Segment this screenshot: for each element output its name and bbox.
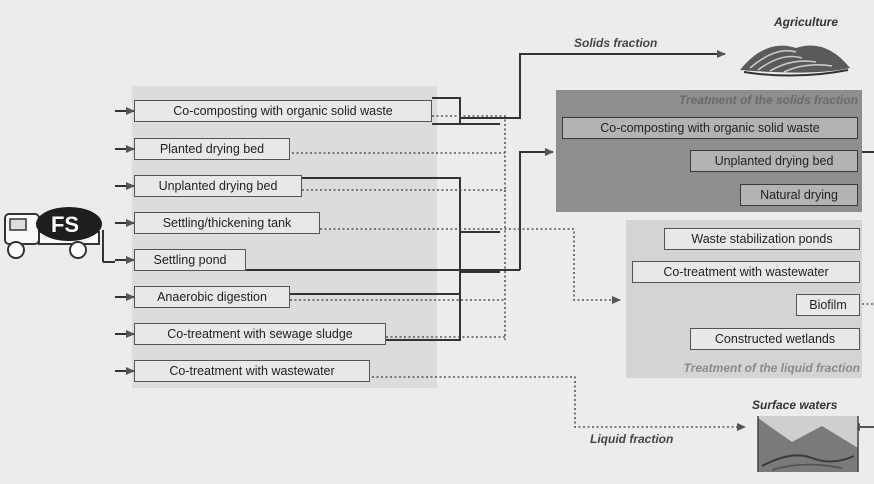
inflow-arrows [115,107,135,375]
truck-label: FS [51,212,79,237]
solids-natural-drying: Natural drying [740,184,858,206]
tech-co-composting: Co-composting with organic solid waste [134,100,432,122]
solids-co-composting: Co-composting with organic solid waste [562,117,858,139]
tech-unplanted-drying-bed: Unplanted drying bed [134,175,302,197]
solids-fraction-label: Solids fraction [574,36,658,50]
liquid-fraction-label: Liquid fraction [590,432,674,446]
solid-connectors [246,50,874,341]
tech-co-treatment-sewage-sludge: Co-treatment with sewage sludge [134,323,386,345]
surface-waters-label: Surface waters [752,398,838,412]
tech-planted-drying-bed: Planted drying bed [134,138,290,160]
liquid-co-treatment-wastewater: Co-treatment with wastewater [632,261,860,283]
tech-anaerobic-digestion: Anaerobic digestion [134,286,290,308]
tech-co-treatment-wastewater: Co-treatment with wastewater [134,360,370,382]
tech-settling-thickening-tank: Settling/thickening tank [134,212,320,234]
tech-settling-pond: Settling pond [134,249,246,271]
liquid-treatment-title: Treatment of the liquid fraction [683,361,860,375]
agriculture-label: Agriculture [774,15,839,29]
fs-truck-icon: FS [4,207,102,259]
surface-waters-icon [757,416,859,472]
liquid-waste-stabilization-ponds: Waste stabilization ponds [664,228,860,250]
liquid-biofilm: Biofilm [796,294,860,316]
solids-treatment-title: Treatment of the solids fraction [678,93,858,107]
agriculture-field-icon [740,45,850,77]
solids-unplanted-drying-bed: Unplanted drying bed [690,150,858,172]
liquid-constructed-wetlands: Constructed wetlands [690,328,860,350]
dotted-connectors [290,115,874,431]
